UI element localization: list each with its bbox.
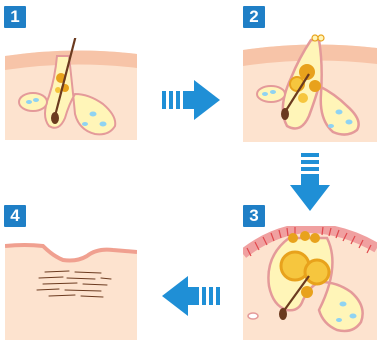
step-2-illustration: [243, 34, 377, 142]
step-1-badge: 1: [4, 6, 26, 28]
hair-root: [51, 112, 59, 124]
step-2-badge: 2: [243, 6, 265, 28]
step-4-badge: 4: [4, 205, 26, 227]
arrow-down-icon: [290, 153, 330, 211]
arrow-left-icon: [162, 276, 220, 316]
gland-left: [19, 93, 47, 111]
step-4-illustration: [5, 238, 137, 340]
step-3-illustration: [243, 226, 377, 340]
gland-left: [257, 86, 285, 102]
step-1-illustration: [5, 38, 137, 140]
step-3-badge: 3: [243, 205, 265, 227]
arrow-right-icon: [162, 80, 220, 120]
